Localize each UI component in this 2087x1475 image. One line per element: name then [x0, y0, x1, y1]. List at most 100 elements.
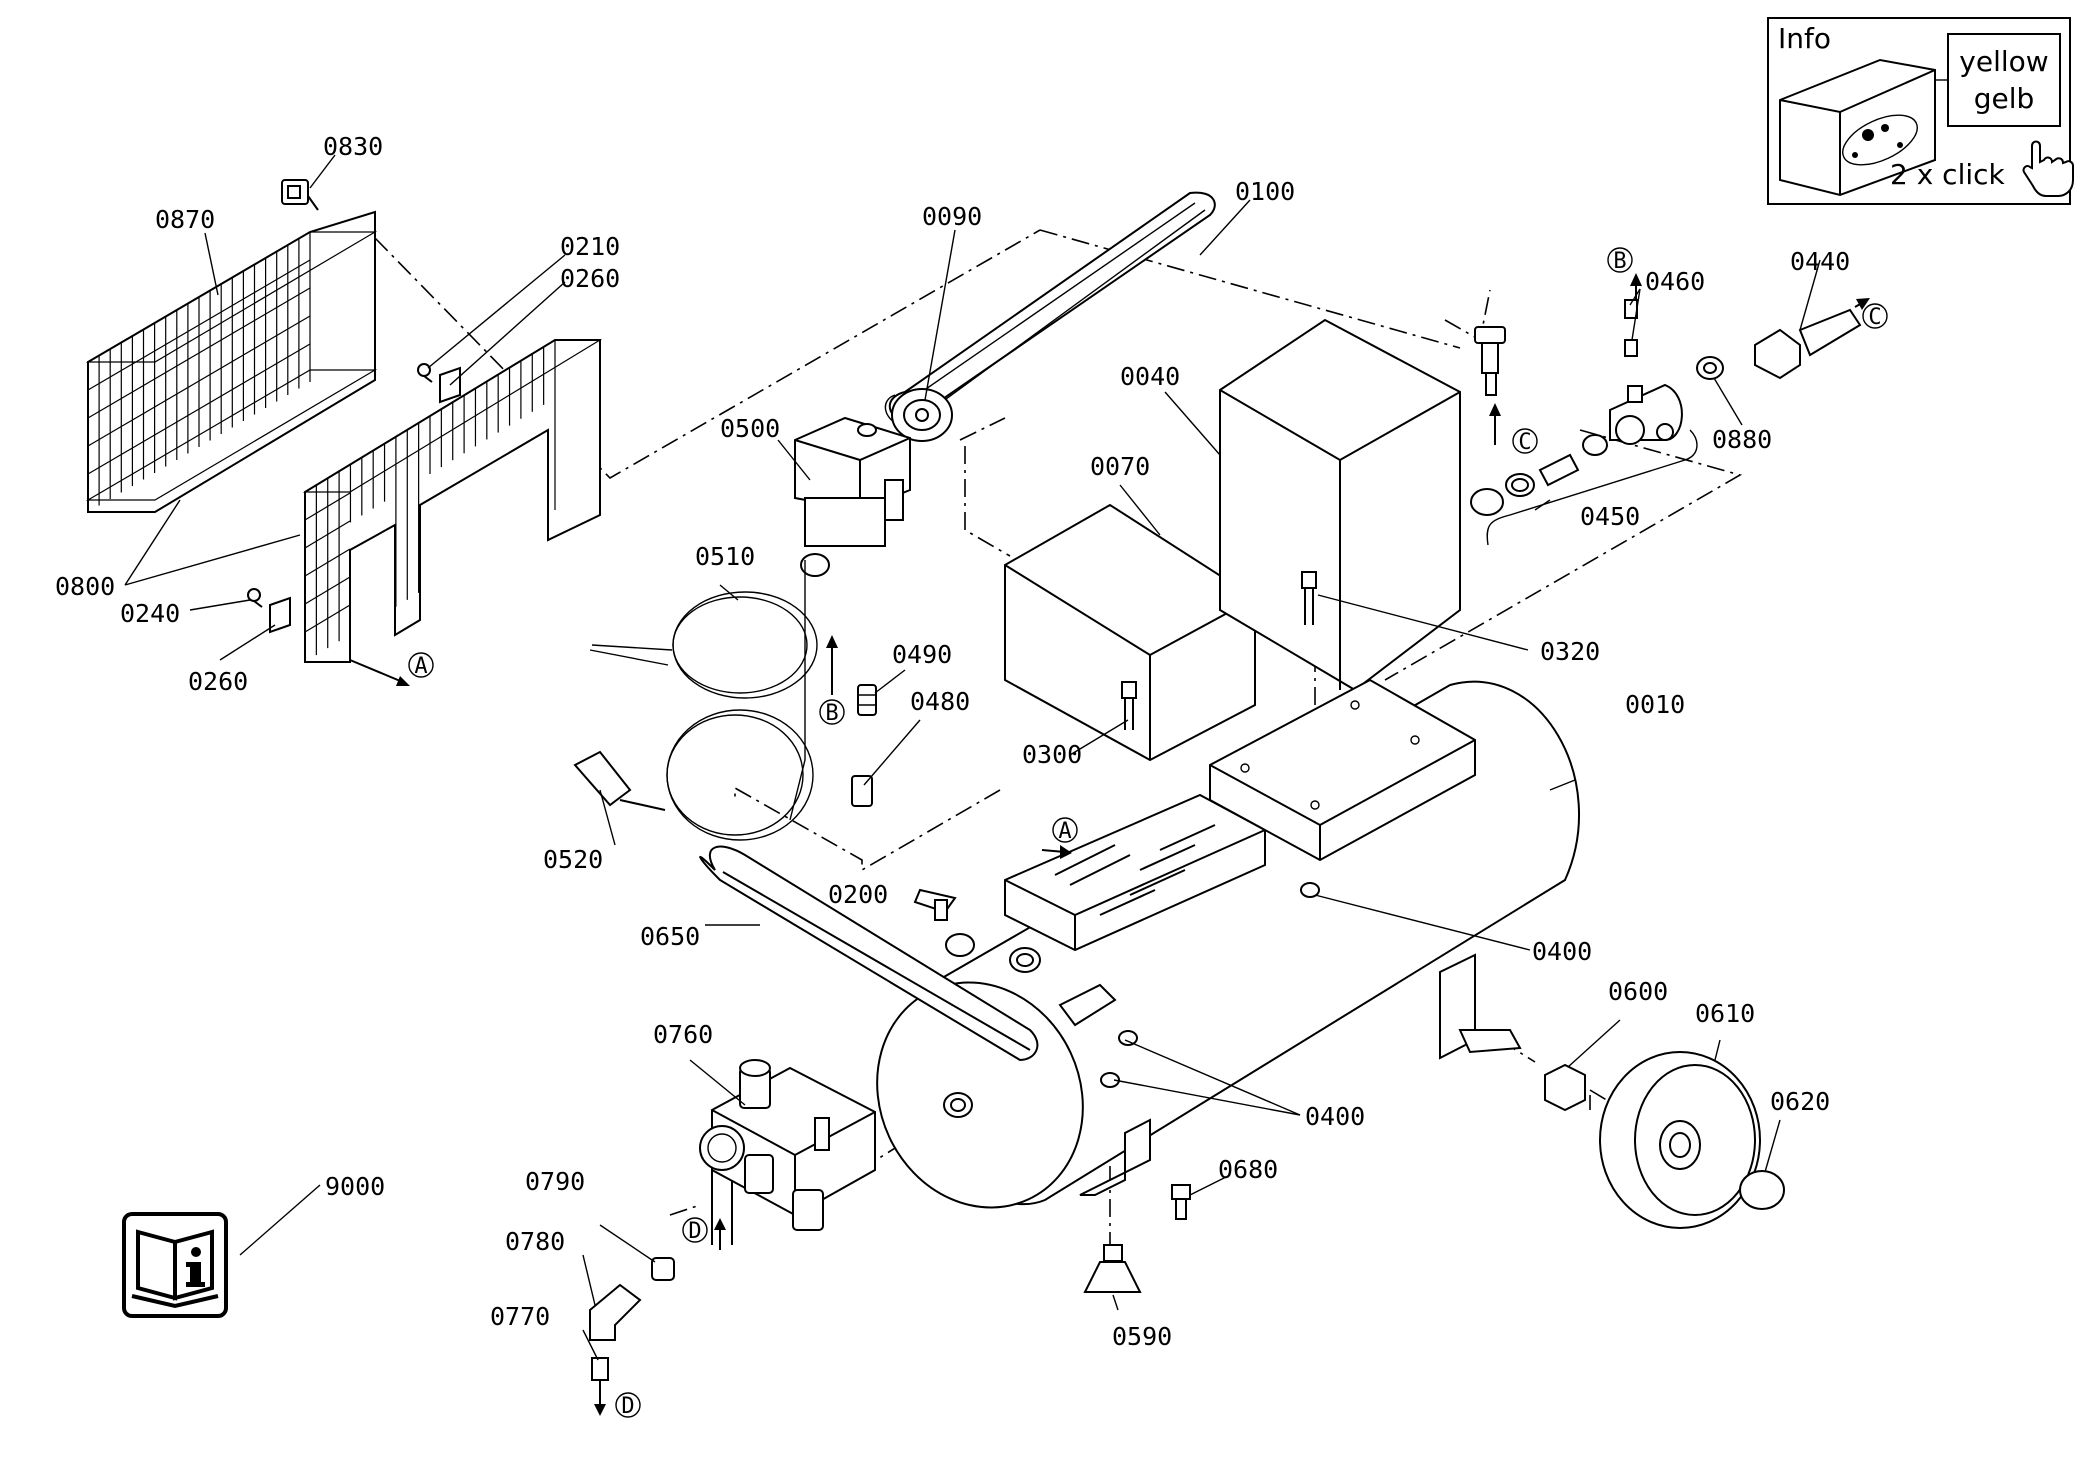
label-0600: 0600 — [1608, 977, 1668, 1006]
label-0260-lower: 0260 — [188, 667, 248, 696]
ref-a-plate: A — [1052, 817, 1078, 844]
label-0070: 0070 — [1090, 452, 1150, 481]
label-0870: 0870 — [155, 205, 215, 234]
label-0780: 0780 — [505, 1227, 565, 1256]
label-0400-lower: 0400 — [1305, 1102, 1365, 1131]
svg-text:A: A — [414, 654, 427, 679]
check-valve-assembly — [1470, 383, 1698, 546]
label-0010: 0010 — [1625, 690, 1685, 719]
svg-text:C: C — [1868, 305, 1881, 330]
motor-box — [1004, 503, 1256, 762]
label-0880: 0880 — [1712, 425, 1772, 454]
motor-base-plate — [1004, 793, 1266, 952]
label-0100: 0100 — [1235, 177, 1295, 206]
color-legend — [1947, 33, 2061, 127]
handle-0650 — [699, 845, 1039, 1062]
hubcap-0620 — [1739, 1170, 1785, 1210]
ref-d-mid: D — [682, 1217, 708, 1244]
fitting-0490 — [857, 684, 877, 716]
drain-0680 — [1171, 1184, 1191, 1220]
label-0090: 0090 — [922, 202, 982, 231]
quick-coupling-0770 — [591, 1357, 609, 1381]
color-label-en: yellow — [1959, 45, 2048, 78]
label-0520: 0520 — [543, 845, 603, 874]
nut-lower — [1100, 1072, 1120, 1088]
nipple-0790 — [651, 1257, 675, 1281]
label-0650: 0650 — [640, 922, 700, 951]
tank-saddle — [1058, 983, 1117, 1027]
grille-panel-rear — [85, 210, 378, 513]
color-label-de: gelb — [1974, 82, 2035, 115]
label-0460: 0460 — [1645, 267, 1705, 296]
fitting-top-c — [1474, 326, 1506, 396]
svg-text:B: B — [1613, 249, 1626, 274]
fitting-0480 — [851, 775, 873, 807]
label-0790: 0790 — [525, 1167, 585, 1196]
label-0770: 0770 — [490, 1302, 550, 1331]
ref-d-bottom: D — [615, 1392, 641, 1419]
wheel-bracket — [1439, 953, 1522, 1060]
info-box[interactable]: Info yellow gelb 2 x click — [1767, 17, 2074, 205]
foot-bracket — [1079, 1118, 1151, 1196]
screw-clip-lower — [247, 588, 291, 634]
ref-c-mid: C — [1512, 428, 1538, 455]
pressure-regulator — [699, 1059, 876, 1245]
leader-lines — [124, 154, 1821, 1361]
ref-b-left: B — [819, 699, 845, 726]
power-cable — [589, 560, 818, 841]
label-0500: 0500 — [720, 414, 780, 443]
info-thumbnail — [1779, 58, 1936, 197]
wheel-0610 — [1599, 1051, 1761, 1229]
bolt-0320 — [1301, 571, 1317, 625]
elbow-0780 — [589, 1283, 642, 1341]
fitting-0460 — [1624, 299, 1638, 357]
svg-text:A: A — [1058, 819, 1071, 844]
label-0440: 0440 — [1790, 247, 1850, 276]
pulley — [891, 388, 953, 442]
label-0240: 0240 — [120, 599, 180, 628]
ref-c-right: C — [1862, 303, 1888, 330]
label-0320: 0320 — [1540, 637, 1600, 666]
label-0400-upper: 0400 — [1532, 937, 1592, 966]
plug-0520 — [573, 750, 666, 811]
svg-text:D: D — [621, 1394, 634, 1419]
tank-socket-top — [1009, 947, 1041, 973]
label-0210: 0210 — [560, 232, 620, 261]
label-0200: 0200 — [828, 880, 888, 909]
valve-0200 — [913, 888, 975, 957]
label-0830: 0830 — [323, 132, 383, 161]
info-title: Info — [1778, 22, 1831, 55]
label-0300: 0300 — [1022, 740, 1082, 769]
screw-clip-upper — [417, 363, 461, 404]
bolt-0300 — [1121, 681, 1137, 730]
reference-markers: A A B B C C D D — [408, 247, 1888, 1419]
pump-base-plate — [1209, 678, 1476, 862]
label-0510: 0510 — [695, 542, 755, 571]
drive-belt — [884, 191, 1216, 429]
part-labels: 0010 0040 0070 0090 0100 0200 0210 0240 … — [55, 132, 1850, 1351]
label-0490: 0490 — [892, 640, 952, 669]
svg-text:D: D — [688, 1219, 701, 1244]
svg-text:B: B — [825, 701, 838, 726]
connector-0440 — [1754, 308, 1862, 380]
ring-0880 — [1696, 356, 1724, 380]
label-0760: 0760 — [653, 1020, 713, 1049]
grille-panel-front — [302, 339, 603, 663]
label-0680: 0680 — [1218, 1155, 1278, 1184]
direction-arrows — [349, 273, 1870, 1416]
nut-mid — [1118, 1030, 1138, 1046]
manual-info-icon[interactable] — [122, 1212, 228, 1318]
label-0610: 0610 — [1695, 999, 1755, 1028]
clip-0830 — [281, 179, 319, 211]
label-9000: 9000 — [325, 1172, 385, 1201]
nut-upper — [1300, 882, 1320, 898]
rubber-foot-0590 — [1083, 1244, 1142, 1293]
hand-pointer-icon — [2022, 140, 2074, 197]
pump-box — [1219, 318, 1461, 692]
info-action: 2 x click — [1890, 158, 2006, 191]
ref-a-left: A — [408, 652, 434, 679]
label-0590: 0590 — [1112, 1322, 1172, 1351]
label-0800: 0800 — [55, 572, 115, 601]
ref-b-top: B — [1607, 247, 1633, 274]
